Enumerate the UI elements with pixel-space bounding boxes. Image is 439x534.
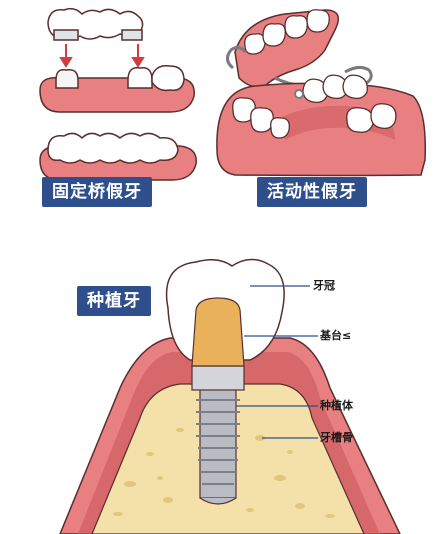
bone-texture — [113, 428, 335, 518]
bridge-crowns — [47, 7, 144, 41]
removable-denture-panel: 活动性假牙 — [215, 0, 439, 220]
implant-panel: 种植牙 牙冠 基台≤ 种植体 牙槽骨 — [0, 248, 439, 534]
removable-label: 活动性假牙 — [257, 177, 367, 207]
lower-gum-row — [39, 132, 197, 181]
fixed-bridge-illustration — [39, 7, 197, 181]
callout-abutment: 基台≤ — [320, 329, 352, 342]
implant-illustration — [59, 258, 401, 534]
callout-implant-body: 种植体 — [320, 399, 353, 412]
callout-crown: 牙冠 — [313, 279, 335, 292]
implant-collar — [191, 365, 245, 391]
removable-denture-illustration — [216, 9, 426, 177]
upper-gum-row — [39, 64, 195, 113]
lower-arch — [216, 74, 426, 177]
callout-alveolar-bone: 牙槽骨 — [320, 431, 353, 444]
arrow-icon — [59, 44, 145, 68]
fixed-bridge-panel: 固定桥假牙 — [0, 0, 215, 220]
callout-lines — [236, 285, 318, 439]
abutment — [191, 297, 245, 367]
implant-body — [196, 387, 240, 505]
implant-label: 种植牙 — [77, 286, 151, 316]
fixed-bridge-label: 固定桥假牙 — [42, 177, 152, 207]
